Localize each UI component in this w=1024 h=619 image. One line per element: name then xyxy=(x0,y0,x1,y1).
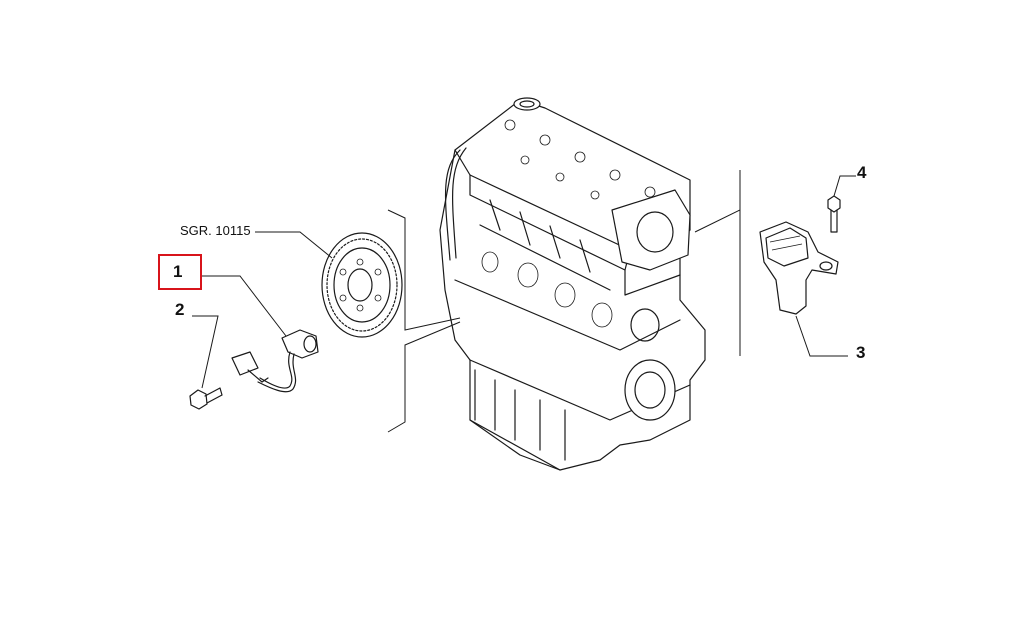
callout-1-leader xyxy=(202,275,287,337)
callout-1-highlight-box xyxy=(158,254,202,290)
flywheel-leader xyxy=(255,231,333,259)
bracket-right xyxy=(694,170,741,356)
callout-3-leader xyxy=(795,315,848,357)
callout-3[interactable]: 3 xyxy=(856,343,866,362)
callout-1[interactable]: 1 xyxy=(173,262,183,281)
callout-4-leader xyxy=(833,175,856,197)
engine-block xyxy=(439,97,706,471)
bracket-left xyxy=(387,209,461,433)
camshaft-sensor xyxy=(759,221,839,315)
flywheel xyxy=(321,232,403,338)
camshaft-sensor-bolt xyxy=(827,195,841,233)
sensor-bolt xyxy=(189,387,223,410)
callout-2-leader xyxy=(192,315,219,389)
crankshaft-sensor xyxy=(231,329,319,393)
callout-4[interactable]: 4 xyxy=(857,163,867,182)
callout-2[interactable]: 2 xyxy=(175,300,185,319)
flywheel-reference-label: SGR. 10115 xyxy=(180,223,251,238)
